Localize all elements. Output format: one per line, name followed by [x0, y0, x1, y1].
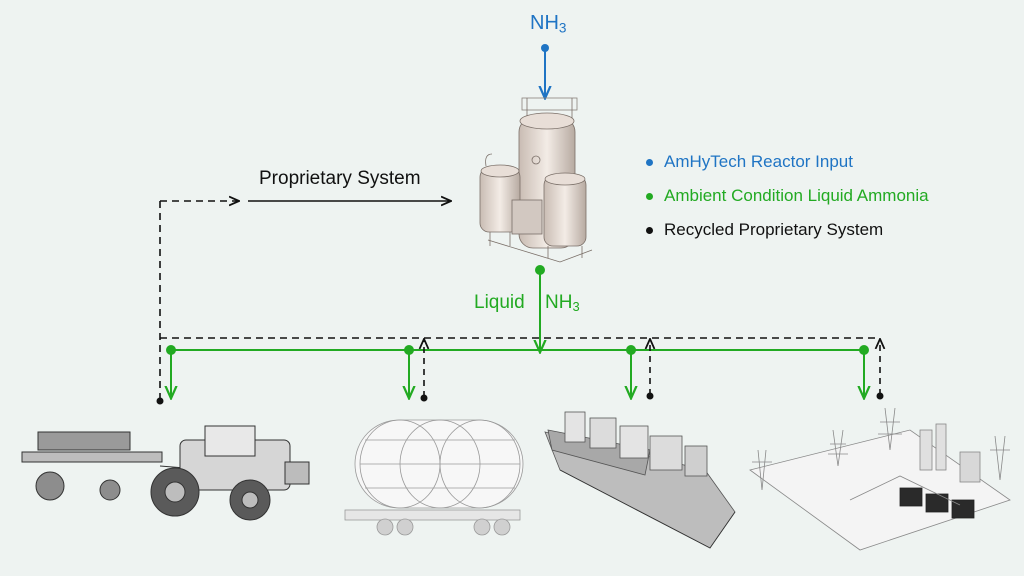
proprietary-system-label: Proprietary System	[259, 168, 421, 189]
legend-text: AmHyTech Reactor Input	[664, 152, 853, 171]
reactor-input-flow	[541, 44, 549, 97]
tank-railcar-icon	[344, 419, 524, 536]
liquid-nh3-label: NH3	[545, 292, 580, 315]
reactor-input-label: NH3	[530, 12, 567, 36]
tractor-seeder-icon	[21, 425, 310, 521]
legend-text: Ambient Condition Liquid Ammonia	[664, 186, 929, 205]
container-ship-icon	[544, 411, 736, 549]
legend-dot	[646, 159, 653, 166]
liquid-label: Liquid	[474, 292, 525, 313]
legend-dot	[646, 227, 653, 234]
recycle-flow	[156, 201, 884, 405]
power-plant-icon	[749, 407, 1011, 551]
liquid-ammonia-flow	[167, 265, 868, 397]
reactor-tanks-icon	[479, 97, 593, 263]
legend-dot	[646, 193, 653, 200]
legend-text: Recycled Proprietary System	[664, 220, 884, 239]
